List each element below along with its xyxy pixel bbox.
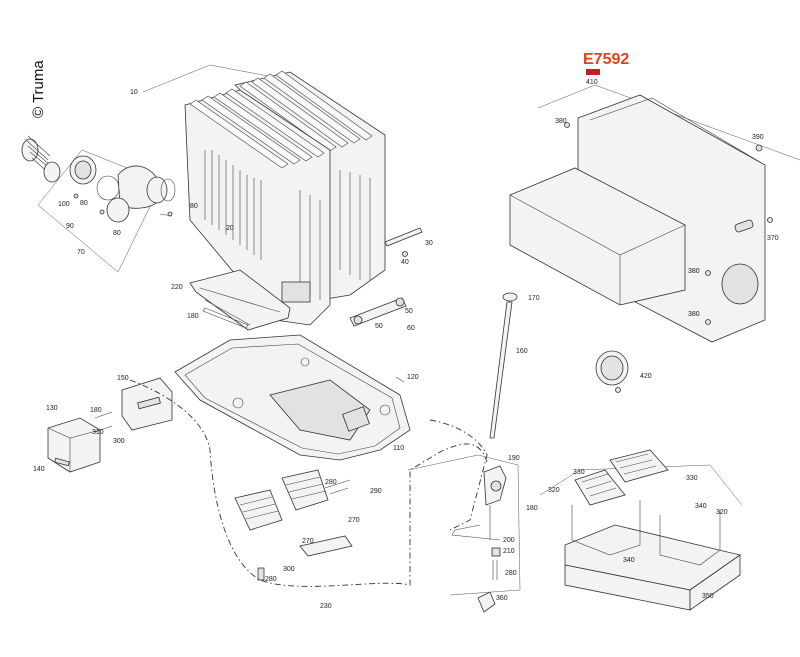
callout-330-b: 330 xyxy=(686,475,698,482)
callout-180-b: 180 xyxy=(90,407,102,414)
callout-320-b: 320 xyxy=(716,509,728,516)
valve-assembly xyxy=(451,292,518,613)
callout-170: 170 xyxy=(528,295,540,302)
callout-160: 160 xyxy=(516,348,528,355)
callout-210: 210 xyxy=(503,548,515,555)
exhaust-pipe-group xyxy=(21,135,176,273)
base-tray xyxy=(539,449,743,611)
callout-50-b: 50 xyxy=(375,323,383,330)
callout-10: 10 xyxy=(130,89,138,96)
callout-360: 360 xyxy=(496,595,508,602)
callout-labels: 10 20 30 40 50 50 60 70 80 80 80 90 100 … xyxy=(33,79,779,610)
heat-exchanger xyxy=(142,64,386,326)
callout-370: 370 xyxy=(767,235,779,242)
callout-270-b: 270 xyxy=(302,538,314,545)
callout-280-b: 280 xyxy=(265,576,277,583)
callout-20: 20 xyxy=(226,225,234,232)
callout-310: 310 xyxy=(92,429,104,436)
callout-80-a: 80 xyxy=(80,200,88,207)
callout-330-a: 330 xyxy=(573,469,585,476)
callout-50-a: 50 xyxy=(405,308,413,315)
base-plate xyxy=(174,334,411,461)
callout-110: 110 xyxy=(393,445,404,452)
callout-90: 90 xyxy=(66,223,74,230)
callout-80-b: 80 xyxy=(113,230,121,237)
callout-270-a: 270 xyxy=(348,517,360,524)
burner-right xyxy=(281,469,329,511)
callout-190: 190 xyxy=(508,455,520,462)
callout-220: 220 xyxy=(171,284,183,291)
callout-280-a: 280 xyxy=(325,479,337,486)
callout-200: 200 xyxy=(503,537,515,544)
callout-280-c: 280 xyxy=(505,570,517,577)
control-box xyxy=(47,417,101,473)
callout-420: 420 xyxy=(640,373,652,380)
callout-350: 350 xyxy=(702,593,714,600)
callout-380-a: 380 xyxy=(555,118,567,125)
burner-strip xyxy=(189,269,291,331)
callout-300-a: 300 xyxy=(113,438,125,445)
callout-290: 290 xyxy=(370,488,382,495)
callout-100: 100 xyxy=(58,201,70,208)
callout-340-a: 340 xyxy=(695,503,707,510)
ignition-rod xyxy=(384,227,423,257)
flex-hose xyxy=(21,135,61,183)
callout-300-b: 300 xyxy=(283,566,295,573)
callout-410: 410 xyxy=(586,79,598,86)
callout-320-a: 320 xyxy=(548,487,560,494)
cover-hood xyxy=(509,84,800,343)
callout-150: 150 xyxy=(117,375,129,382)
diagram-code: E7592 xyxy=(583,51,629,68)
copyright-label: © Truma xyxy=(30,60,47,118)
callout-230: 230 xyxy=(320,603,332,610)
callout-70: 70 xyxy=(77,249,85,256)
callout-40: 40 xyxy=(401,259,409,266)
callout-140: 140 xyxy=(33,466,45,473)
callout-380-c: 380 xyxy=(688,311,700,318)
callout-80-c: 80 xyxy=(190,203,198,210)
nozzle-fittings xyxy=(349,297,407,327)
burner-left xyxy=(234,489,283,531)
callout-120: 120 xyxy=(407,374,419,381)
callout-130: 130 xyxy=(46,405,58,412)
cover-piece xyxy=(121,377,173,431)
callout-180-c: 180 xyxy=(526,505,538,512)
callout-380-b: 380 xyxy=(688,268,700,275)
code-badge xyxy=(586,69,600,75)
callout-340-b: 340 xyxy=(623,557,635,564)
callout-390: 390 xyxy=(752,134,764,141)
callout-180-a: 180 xyxy=(187,313,199,320)
callout-60: 60 xyxy=(407,325,415,332)
callout-30: 30 xyxy=(425,240,433,247)
